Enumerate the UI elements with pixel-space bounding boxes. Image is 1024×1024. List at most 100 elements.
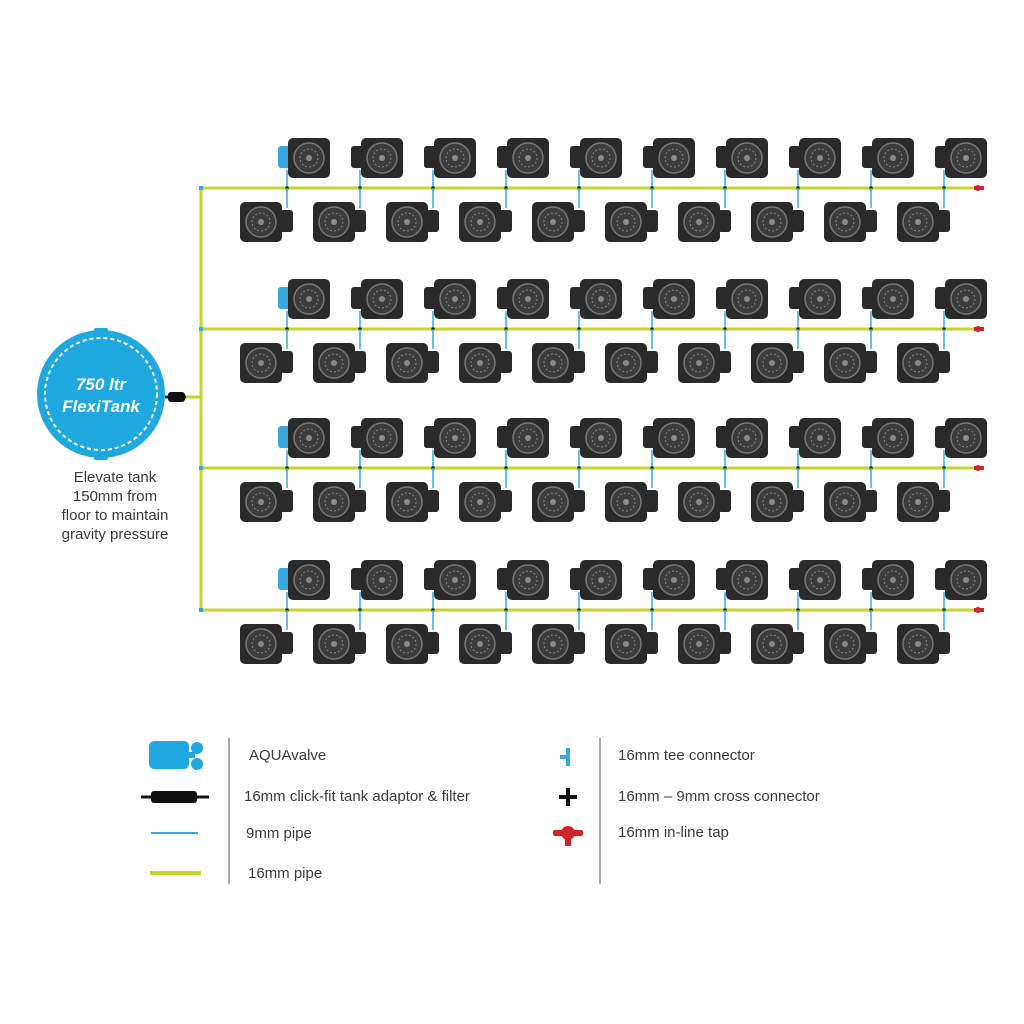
tee-connector-icon <box>560 748 570 766</box>
plant-pot <box>789 137 842 179</box>
plant-pot <box>896 623 950 665</box>
plant-pot <box>458 201 512 243</box>
inline-tap <box>974 607 984 613</box>
legend-label-16mm-pipe: 16mm pipe <box>248 865 323 882</box>
plant-pot <box>531 201 585 243</box>
plant-pot <box>862 417 915 459</box>
plant-pot <box>862 278 915 320</box>
plant-pot <box>312 481 366 523</box>
plant-pot <box>716 559 769 601</box>
plant-pot <box>531 342 585 384</box>
plant-pot <box>789 417 842 459</box>
plant-pot <box>239 342 293 384</box>
plant-pot <box>677 201 731 243</box>
plant-pot <box>458 342 512 384</box>
plant-pot <box>351 417 404 459</box>
plant-pot <box>570 559 623 601</box>
plant-pot <box>424 559 477 601</box>
tee-connector <box>199 466 203 470</box>
plant-pot <box>896 342 950 384</box>
tank-note-line: Elevate tank <box>73 469 157 486</box>
plant-pot <box>643 278 696 320</box>
plant-pot <box>531 623 585 665</box>
plant-pot <box>604 342 658 384</box>
plant-pot <box>570 278 623 320</box>
legend-label-cross-connector: 16mm – 9mm cross connector <box>618 788 820 805</box>
plant-pot <box>239 623 293 665</box>
tank-note-line: gravity pressure <box>61 526 169 543</box>
plant-pot <box>239 201 293 243</box>
tee-connector <box>199 186 203 190</box>
plant-pot <box>424 278 477 320</box>
legend-label-tee-connector: 16mm tee connector <box>618 747 755 764</box>
plant-pot <box>935 559 988 601</box>
plant-pot <box>570 137 623 179</box>
legend-label-9mm-pipe: 9mm pipe <box>246 825 312 842</box>
plant-pot <box>604 201 658 243</box>
plant-pot <box>896 201 950 243</box>
plant-pot <box>278 137 331 179</box>
plant-pot <box>750 342 804 384</box>
plant-pot <box>643 417 696 459</box>
plant-pot <box>385 481 439 523</box>
plant-pot <box>935 417 988 459</box>
plant-pot <box>312 623 366 665</box>
plant-pot <box>351 137 404 179</box>
plant-pot <box>716 137 769 179</box>
legend-label-inline-tap: 16mm in-line tap <box>618 824 729 841</box>
tank-note-line: floor to maintain <box>61 507 169 524</box>
plant-pot <box>789 278 842 320</box>
plant-pot <box>497 417 550 459</box>
plant-pot <box>312 342 366 384</box>
plant-pot <box>604 623 658 665</box>
plant-pot <box>643 137 696 179</box>
plant-pot <box>385 201 439 243</box>
plant-pot <box>385 623 439 665</box>
plant-pot <box>424 417 477 459</box>
inline-tap <box>974 185 984 191</box>
plant-pot <box>278 559 331 601</box>
plant-pot <box>424 137 477 179</box>
plant-pot <box>531 481 585 523</box>
plant-pot <box>896 481 950 523</box>
tee-connector <box>199 327 203 331</box>
plant-pot <box>351 278 404 320</box>
legend-label-aquavalve: AQUAvalve <box>249 747 327 764</box>
inline-tap-icon <box>553 826 583 846</box>
plant-pot <box>497 137 550 179</box>
plant-pot <box>312 201 366 243</box>
plant-pot <box>278 278 331 320</box>
plant-pot <box>677 623 731 665</box>
plant-pot <box>823 481 877 523</box>
plant-pot <box>862 137 915 179</box>
flexitank: 750 ltr FlexiTank <box>37 328 165 460</box>
plant-pot <box>604 481 658 523</box>
plant-pot <box>570 417 623 459</box>
plant-pot <box>278 417 331 459</box>
plant-pot <box>385 342 439 384</box>
aquavalve-icon <box>149 741 203 770</box>
plant-pot <box>458 623 512 665</box>
plant-pot <box>862 559 915 601</box>
inline-tap <box>974 465 984 471</box>
pipe-network <box>186 170 984 630</box>
tank-elevation-note: Elevate tank 150mm from floor to maintai… <box>28 468 202 544</box>
legend-label-tank-adaptor: 16mm click-fit tank adaptor & filter <box>244 788 470 805</box>
tank-title-line2: FlexiTank <box>62 397 141 416</box>
plant-pot <box>750 623 804 665</box>
plant-pot <box>677 481 731 523</box>
pot-grid <box>239 137 988 665</box>
tee-connector <box>199 608 203 612</box>
cross-connector-icon <box>559 788 577 806</box>
plant-pot <box>935 137 988 179</box>
tank-adaptor-filter-icon <box>141 791 209 803</box>
plant-pot <box>823 201 877 243</box>
plant-pot <box>643 559 696 601</box>
plant-pot <box>239 481 293 523</box>
plant-pot <box>750 201 804 243</box>
tank-note-line: 150mm from <box>72 488 158 505</box>
plant-pot <box>351 559 404 601</box>
tank-title-line1: 750 ltr <box>76 375 127 394</box>
plant-pot <box>497 559 550 601</box>
